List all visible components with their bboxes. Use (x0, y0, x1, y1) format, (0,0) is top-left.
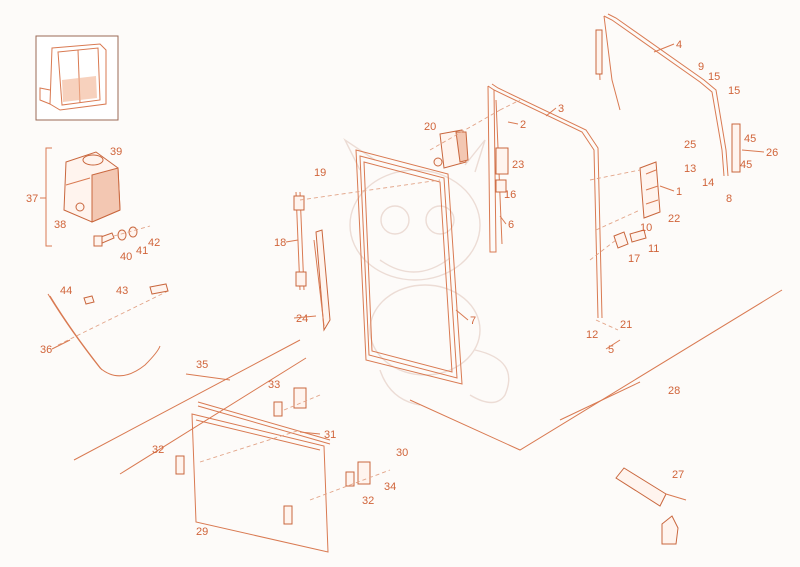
label-30: 30 (396, 447, 408, 459)
label-37: 37 (26, 193, 38, 205)
leader-36 (57, 289, 171, 346)
washer-reservoir (63, 151, 121, 223)
label-24: 24 (296, 313, 308, 325)
label-17: 17 (628, 253, 640, 265)
label-21: 21 (620, 319, 632, 331)
clip-44 (83, 295, 95, 305)
label-32b: 32 (362, 495, 374, 507)
label-15a: 15 (708, 71, 720, 83)
label-3: 3 (558, 103, 564, 115)
seal-strip-31 (197, 401, 331, 445)
label-11: 11 (648, 243, 659, 255)
leader-lines (299, 99, 641, 331)
label-5: 5 (608, 344, 614, 356)
door-frame-seal (355, 149, 463, 385)
label-8: 8 (726, 193, 732, 205)
guide-rail-18 (293, 191, 307, 291)
bracket-37 (45, 147, 52, 247)
wiper-blade (313, 229, 331, 332)
door-panel-29 (191, 413, 329, 553)
label-35: 35 (196, 359, 208, 371)
label-39: 39 (110, 146, 122, 158)
label-45b: 45 (740, 159, 752, 171)
label-14: 14 (702, 177, 714, 189)
label-22: 22 (668, 213, 680, 225)
label-18: 18 (274, 237, 286, 249)
label-41: 41 (136, 245, 148, 257)
hinge-34 (345, 461, 371, 487)
label-36: 36 (40, 344, 52, 356)
pad-32b (283, 505, 293, 525)
label-28: 28 (668, 385, 680, 397)
label-32a: 32 (152, 444, 164, 456)
group-outline-28 (409, 289, 783, 451)
bracket-11 (629, 229, 647, 243)
label-1: 1 (676, 186, 682, 198)
label-23: 23 (512, 159, 524, 171)
label-10: 10 (640, 222, 652, 234)
label-31: 31 (324, 429, 336, 441)
group-outline-35 (73, 339, 307, 475)
washer-hose (47, 293, 161, 377)
label-43: 43 (116, 285, 128, 297)
part-labels: 1 2 3 4 5 6 7 8 9 10 11 12 13 14 15 15 1… (26, 39, 778, 538)
label-15b: 15 (728, 85, 740, 97)
label-leaders (40, 43, 765, 435)
label-7: 7 (470, 315, 476, 327)
label-33: 33 (268, 379, 280, 391)
bolt-and-washers (93, 225, 151, 247)
wiper-motor (433, 129, 469, 169)
cab-thumbnail (35, 35, 119, 121)
label-26: 26 (766, 147, 778, 159)
label-9: 9 (698, 61, 704, 73)
label-6: 6 (508, 219, 514, 231)
label-19: 19 (314, 167, 326, 179)
label-25: 25 (684, 139, 696, 151)
latch-22 (639, 161, 661, 219)
label-44: 44 (60, 285, 72, 297)
label-4: 4 (676, 39, 682, 51)
label-40: 40 (120, 251, 132, 263)
label-42: 42 (148, 237, 160, 249)
bracket-17 (613, 231, 629, 249)
label-27: 27 (672, 469, 684, 481)
label-12: 12 (586, 329, 598, 341)
window-frame-3 (487, 83, 603, 319)
label-2: 2 (520, 119, 526, 131)
sash-rail (495, 99, 509, 245)
rear-frame-4 (595, 13, 741, 177)
label-34: 34 (384, 481, 396, 493)
label-16: 16 (504, 189, 516, 201)
label-29: 29 (196, 526, 208, 538)
label-13: 13 (684, 163, 696, 175)
label-20: 20 (424, 121, 436, 133)
clip-43 (149, 283, 169, 295)
hinge-33 (273, 387, 307, 417)
pad-32a (175, 455, 185, 475)
door-leaders (199, 394, 391, 501)
label-38: 38 (54, 219, 66, 231)
sealant-tube (615, 467, 687, 545)
label-45a: 45 (744, 133, 756, 145)
